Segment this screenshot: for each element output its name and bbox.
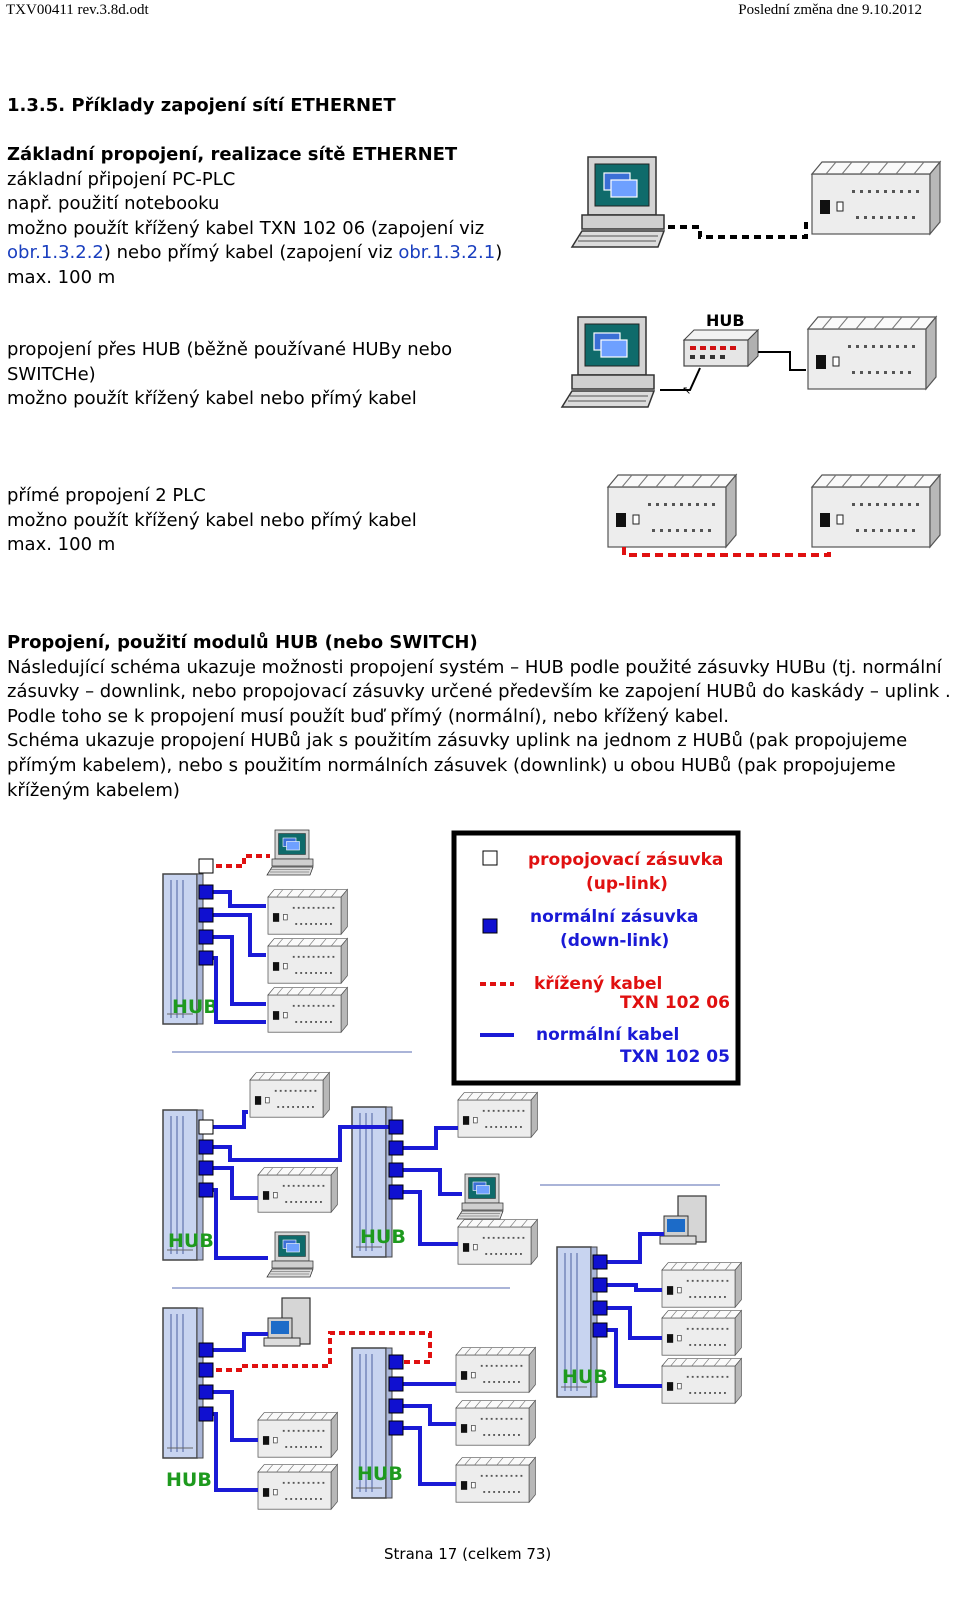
computer-icon: [456, 1173, 504, 1220]
plc-icon: [811, 474, 941, 548]
hub-scheme-2: HUB HUB: [162, 1072, 538, 1278]
hub-line1: propojení přes HUB (běžně používané HUBy…: [7, 339, 453, 360]
basic-line3: možno použít křížený kabel TXN 102 06 (z…: [7, 217, 485, 239]
pc-hub-plc-diagram: HUB ↖: [561, 311, 937, 408]
hub-label: HUB: [562, 1366, 608, 1388]
basic-line2: např. použití notebooku: [7, 193, 220, 215]
figure-ref-link-2[interactable]: obr.1.3.2.1: [398, 242, 496, 264]
computer-icon: [571, 156, 665, 248]
direct-connection-block: přímé propojení 2 PLC možno použít kříže…: [7, 484, 417, 558]
plc-icon: [455, 1457, 536, 1503]
hub-connection-block: propojení přes HUB (běžně používané HUBy…: [7, 338, 452, 412]
plc-icon: [457, 1092, 538, 1138]
header-last-change: Poslední změna dne 9.10.2012: [738, 2, 922, 18]
modules-p2: zásuvky – downlink, nebo propojovací zás…: [7, 681, 951, 703]
legend-uplink-2: (up-link): [586, 874, 668, 894]
svg-text:↖: ↖: [682, 384, 691, 397]
hub-label: HUB: [168, 1230, 214, 1252]
modules-block: Propojení, použití modulů HUB (nebo SWIT…: [7, 631, 951, 803]
basic-heading: Základní propojení, realizace sítě ETHER…: [7, 144, 458, 165]
plc-icon: [257, 1412, 338, 1458]
pc-plc-diagram: [571, 156, 941, 248]
server-computer-icon: [659, 1195, 707, 1245]
legend-straight-2: TXN 102 05: [620, 1047, 730, 1067]
plc-icon: [811, 161, 941, 235]
basic-line4-mid: ) nebo přímý kabel (zapojení viz: [103, 242, 399, 264]
hub-scheme-3: HUB HUB: [162, 1297, 536, 1510]
direct-line2: možno použít křížený kabel nebo přímý ka…: [7, 509, 417, 531]
plc-icon: [257, 1464, 338, 1510]
figure-ref-link-1[interactable]: obr.1.3.2.2: [7, 242, 104, 264]
computer-icon: [266, 829, 314, 876]
plc-icon: [257, 1167, 338, 1213]
hub-tower-icon: [162, 1307, 204, 1459]
hub-line2: SWITCHe): [7, 363, 96, 385]
plc-icon: [661, 1358, 742, 1404]
plc-icon: [267, 987, 348, 1033]
cable-legend: propojovací zásuvka (up-link) normální z…: [451, 830, 741, 1086]
basic-max-length: max. 100 m: [7, 266, 116, 288]
hub-scheme-4: HUB: [556, 1195, 742, 1404]
modules-p1: Následující schéma ukazuje možnosti prop…: [7, 656, 942, 678]
legend-straight-1: normální kabel: [536, 1025, 679, 1045]
legend-uplink-1: propojovací zásuvka: [528, 850, 723, 870]
hub-line3: možno použít křížený kabel nebo přímý ka…: [7, 388, 417, 410]
hub-device-icon: [682, 328, 760, 368]
plc-plc-diagram: [607, 474, 941, 557]
computer-icon: [266, 1231, 314, 1278]
plc-icon: [267, 889, 348, 935]
plc-icon: [661, 1310, 742, 1356]
plc-icon: [807, 316, 937, 390]
modules-p6: kříženým kabelem): [7, 779, 180, 801]
page-footer: Strana 17 (celkem 73): [384, 1545, 552, 1563]
direct-line3: max. 100 m: [7, 534, 116, 556]
plc-icon: [267, 938, 348, 984]
legend-cross-1: křížený kabel: [534, 974, 662, 994]
direct-line1: přímé propojení 2 PLC: [7, 485, 206, 506]
server-computer-icon: [263, 1297, 311, 1347]
modules-p3: Podle toho se k propojení musí použít bu…: [7, 705, 730, 727]
hub-label: HUB: [360, 1226, 406, 1248]
basic-line1: základní připojení PC-PLC: [7, 168, 236, 190]
modules-p5: přímým kabelem), nebo s použitím normáln…: [7, 754, 896, 776]
header-filename: TXV00411 rev.3.8d.odt: [6, 2, 149, 18]
basic-line4: obr.1.3.2.2) nebo přímý kabel (zapojení …: [7, 241, 502, 266]
hub-label: HUB: [357, 1463, 403, 1485]
hub-scheme-1: HUB: [162, 829, 348, 1033]
legend-downlink-1: normální zásuvka: [530, 907, 698, 927]
modules-p4: Schéma ukazuje propojení HUBů jak s použ…: [7, 730, 908, 752]
legend-downlink-2: (down-link): [560, 931, 669, 951]
plc-icon: [607, 474, 737, 548]
computer-icon: [561, 316, 655, 408]
plc-icon: [249, 1072, 330, 1118]
basic-connection-block: Základní propojení, realizace sítě ETHER…: [7, 143, 502, 291]
legend-cross-2: TXN 102 06: [620, 993, 730, 1013]
basic-line4-end: ): [495, 242, 503, 264]
section-title: 1.3.5. Příklady zapojení sítí ETHERNET: [7, 95, 396, 116]
hub-label: HUB: [166, 1469, 212, 1491]
hub-label: HUB: [706, 311, 745, 330]
hub-label: HUB: [172, 996, 218, 1018]
modules-heading: Propojení, použití modulů HUB (nebo SWIT…: [7, 632, 478, 653]
plc-icon: [455, 1400, 536, 1446]
plc-icon: [661, 1262, 742, 1308]
plc-icon: [457, 1219, 538, 1265]
plc-icon: [455, 1347, 536, 1393]
